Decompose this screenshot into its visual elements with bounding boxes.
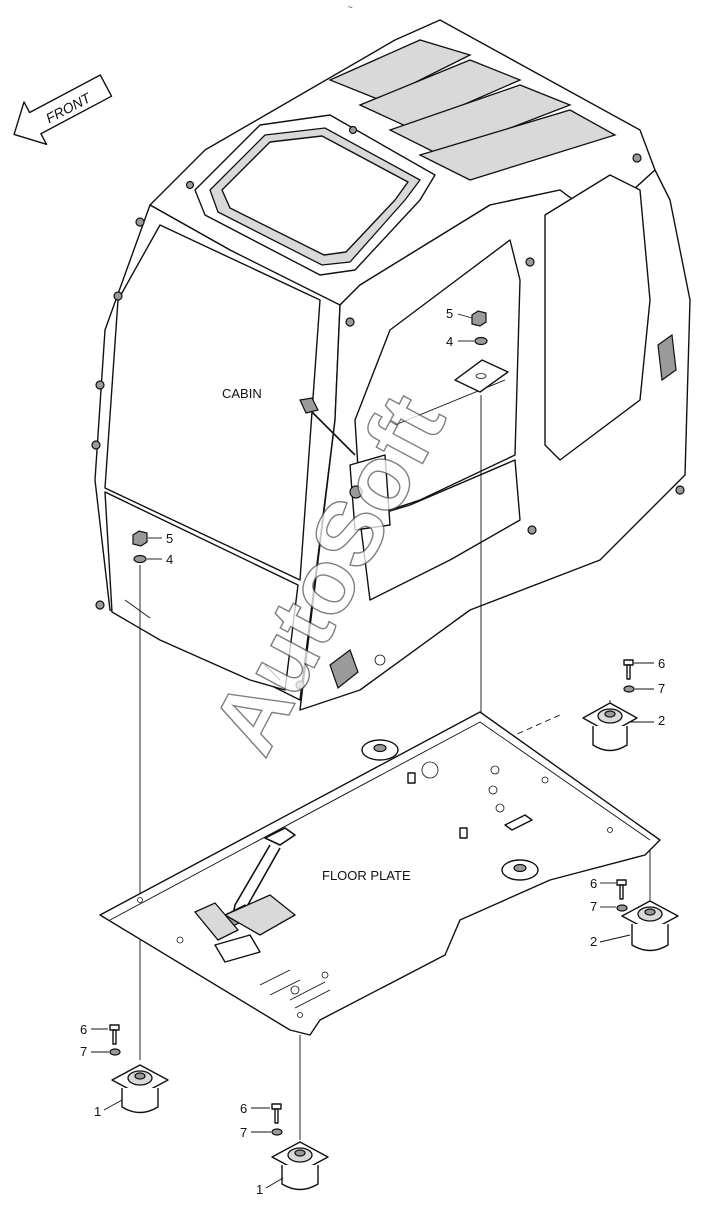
callout-6-bottom-left: 6 (80, 1022, 87, 1037)
callout-2-mid-right: 2 (590, 934, 597, 949)
callout-7-mid-right: 7 (590, 899, 597, 914)
cabin-drawing (91, 19, 691, 711)
floor-plate-label: FLOOR PLATE (322, 868, 411, 883)
callout-1-bottom-left: 1 (94, 1104, 101, 1119)
mount-bottom-center (271, 1141, 329, 1191)
callout-7-bottom-left: 7 (80, 1044, 87, 1059)
front-arrow-icon: FRONT (13, 74, 113, 146)
floor-plate-drawing (99, 711, 661, 1036)
callout-7-top-right: 7 (658, 681, 665, 696)
bolt-mid-right (616, 879, 628, 912)
callout-6-top-right: 6 (658, 656, 665, 671)
callout-1-bottom-center: 1 (256, 1182, 263, 1197)
callout-5-upper: 5 (446, 306, 453, 321)
mount-mid-right (621, 900, 679, 952)
callout-4-upper: 4 (446, 334, 453, 349)
mount-bottom-left (111, 1064, 169, 1114)
callout-4-left: 4 (166, 552, 173, 567)
bolt-bottom-center (271, 1103, 283, 1136)
callout-7-bottom-center: 7 (240, 1125, 247, 1140)
callout-5-left: 5 (166, 531, 173, 546)
callout-6-mid-right: 6 (590, 876, 597, 891)
bolt-top-right (623, 659, 635, 693)
callout-6-bottom-center: 6 (240, 1101, 247, 1116)
tiny-mark: ~ (348, 3, 353, 12)
mount-top-right (582, 702, 638, 752)
bolt-bottom-left (109, 1024, 121, 1056)
cabin-label: CABIN (222, 386, 262, 401)
callout-2-top-right: 2 (658, 713, 665, 728)
